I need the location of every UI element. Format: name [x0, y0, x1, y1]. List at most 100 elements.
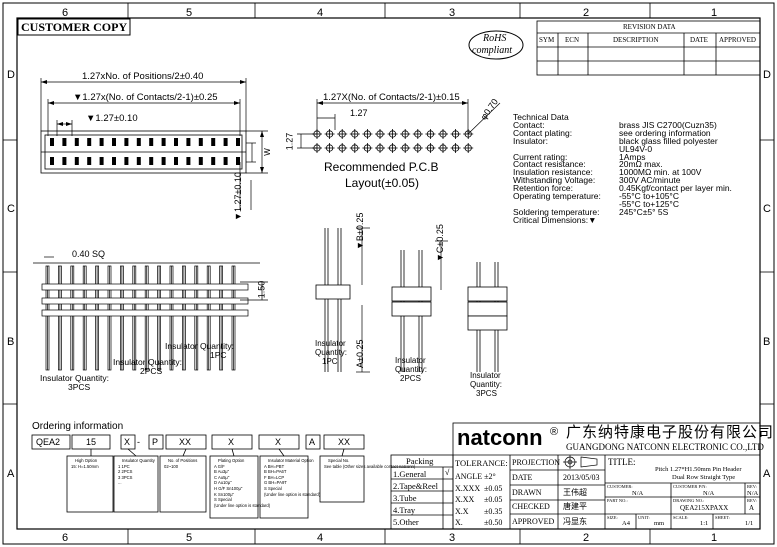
order-code-material: X — [275, 437, 282, 447]
top-view-pin — [99, 157, 104, 165]
side-view-insulator — [391, 286, 432, 302]
rev2-value: A — [749, 504, 755, 512]
zone-row-c-right: C — [763, 203, 771, 215]
top-view-pin — [186, 157, 191, 165]
top-view-pin — [211, 157, 216, 165]
side-2pcs-line1: Insulator — [395, 356, 426, 365]
zone-col-1-bottom: 1 — [711, 532, 718, 544]
ordering-option-text: K Sn100μ" — [214, 491, 234, 497]
technical-row: Soldering temperature: 245°C±5° 5S — [513, 206, 732, 217]
packing-option: 4.Tray — [393, 505, 416, 515]
top-view-pin — [74, 157, 79, 165]
customer-value: N/A — [632, 490, 644, 497]
top-view-pin — [186, 138, 191, 146]
top-view-pin — [198, 138, 203, 146]
ordering-option-text: Plating Option — [218, 458, 245, 463]
pin-height-dim: 1.50 — [256, 280, 267, 299]
zone-col-4-bottom: 4 — [317, 532, 324, 544]
zone-col-4: 4 — [317, 7, 324, 19]
zone-col-6-bottom: 6 — [62, 532, 69, 544]
top-view-pin — [99, 138, 104, 146]
side-3pcs-line2: Quantity: — [470, 380, 503, 389]
technical-row: Current rating:1Amps — [513, 151, 732, 162]
ordering-option-text: High Option — [75, 458, 98, 463]
ordering-option-text: (Under line option is standard) — [214, 502, 271, 508]
top-view-pin — [62, 157, 67, 165]
customer-copy-label: CUSTOMER COPY — [21, 20, 128, 34]
top-view-pin — [87, 138, 92, 146]
zone-row-b: B — [7, 336, 15, 348]
revision-col-description: DESCRIPTION — [613, 36, 659, 44]
approval-label: PROJECTION — [512, 458, 561, 467]
insulator-body — [41, 283, 249, 291]
unit-label: UNIT: — [638, 515, 650, 520]
zone-col-3-bottom: 3 — [449, 532, 456, 544]
technical-label: Contact: — [513, 119, 545, 130]
top-view-pin — [174, 157, 178, 165]
ordering-option-text: C Au5μ" — [214, 474, 230, 480]
dim-w: W — [262, 148, 272, 156]
order-code-insulator: X — [124, 437, 131, 447]
technical-label: Retention force: — [513, 183, 574, 194]
ordering-option-text: Special No. — [328, 458, 350, 463]
dim-b: ▼B±0.25 — [355, 212, 365, 250]
dim-a: A±0.25 — [355, 339, 365, 368]
insulator-2pcs-label: Insulator Quantity: — [113, 357, 182, 367]
zone-col-6: 6 — [62, 7, 69, 19]
ordering-option-text: H G/F Sn100μ" — [214, 486, 243, 491]
dim-c: ▼C±0.25 — [435, 224, 445, 262]
approval-value: 2013/05/03 — [563, 472, 600, 482]
zone-row-d: D — [7, 69, 15, 81]
tolerance-value: ±0.35 — [484, 506, 503, 516]
tolerance-value: ±0.05 — [484, 483, 503, 493]
rev-value: N/A — [747, 490, 759, 497]
top-view-pin — [112, 138, 116, 146]
technical-value: 0.45Kgf/contact per layer min. — [619, 183, 732, 194]
insulator-3pcs-label: Insulator Quantity: — [40, 373, 109, 383]
technical-value: 20mΩ max. — [619, 159, 663, 170]
title-label: TITLE: — [608, 457, 636, 467]
technical-value: 245°C±5° 5S — [619, 206, 669, 217]
technical-row: Withstanding Voltage:300V AC/minute — [513, 175, 732, 186]
ordering-option-text: 15: H=1.50mm — [71, 463, 99, 469]
unit-value: mm — [654, 520, 665, 527]
ordering-option-text: 2 2PCS — [118, 469, 133, 475]
ordering-option-text: D Au10μ" — [214, 480, 232, 486]
company-en-name: GUANGDONG NATCONN ELECTRONIC CO.,LTD — [566, 442, 764, 452]
tolerance-title: TOLERANCE: — [455, 458, 508, 468]
packing-option: 2.Tape&Reel — [393, 481, 438, 491]
technical-label: Contact resistance: — [513, 159, 586, 170]
side-view-insulator — [467, 315, 508, 331]
technical-row: -55°C to+125°C — [513, 200, 732, 209]
technical-row: Contact:brass JIS C2700(Cuzn35) — [513, 119, 732, 130]
side-view-insulator — [391, 301, 432, 317]
zone-col-5: 5 — [186, 7, 193, 19]
top-view-pin — [136, 138, 141, 146]
revision-title: REVISION DATA — [623, 23, 676, 31]
technical-label: Soldering temperature: — [513, 206, 600, 217]
rohs-label: RoHS — [483, 33, 507, 44]
technical-label: Withstanding Voltage: — [513, 175, 596, 186]
technical-value: see ordering information — [619, 127, 711, 138]
zone-row-a: A — [7, 468, 15, 480]
technical-value: -55°C to+105°C — [619, 191, 679, 202]
side-1pc-line2: Quantity: — [315, 348, 348, 357]
revision-col-date: DATE — [690, 36, 708, 44]
order-code-p: P — [152, 437, 159, 447]
ordering-option-text: No. of Positions — [168, 458, 198, 463]
approval-label: DATE — [512, 472, 533, 482]
approval-label: DRAWN — [512, 487, 542, 497]
top-view-pin — [136, 157, 141, 165]
technical-row: Critical Dimensions:▼ — [513, 216, 732, 225]
technical-row: Contact resistance: 20mΩ max. — [513, 159, 732, 170]
rev-label: REV: — [747, 484, 757, 489]
order-code-a: A — [309, 437, 316, 447]
technical-row: Operating temperature:-55°C to+105°C — [513, 191, 732, 202]
technical-label: Current rating: — [513, 151, 568, 162]
rev2-label: REV: — [747, 498, 757, 503]
top-view-pin — [50, 138, 54, 146]
ordering-option-text: A BH=PBT — [264, 463, 285, 469]
side-3pcs-line1: Insulator — [470, 371, 501, 380]
